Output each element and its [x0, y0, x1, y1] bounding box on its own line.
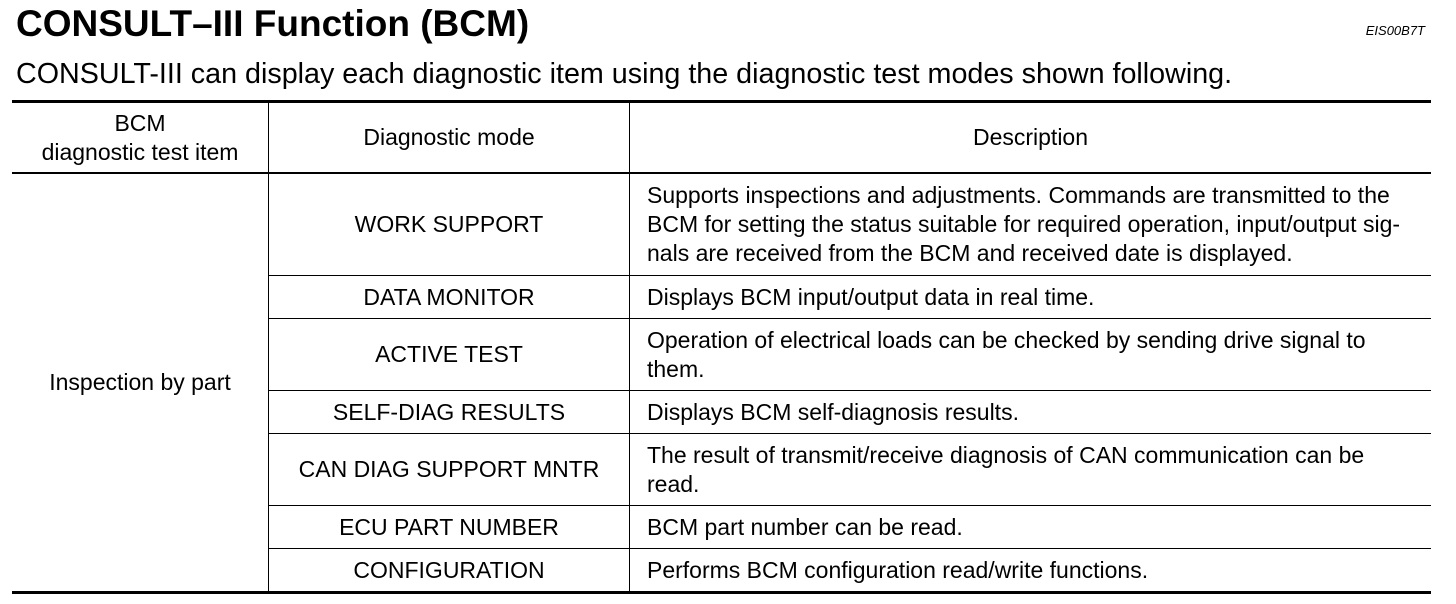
- mode-label: CAN DIAG SUPPORT MNTR: [298, 456, 600, 482]
- column-header-test-item: BCM diagnostic test item: [12, 103, 269, 174]
- column-header-description: Description: [630, 103, 1431, 174]
- mode-cell-configuration: CONFIGURATION: [269, 549, 630, 591]
- description-line: Displays BCM input/output data in real t…: [647, 283, 1095, 310]
- test-item-cell: Inspection by part: [12, 174, 269, 591]
- description-line: Operation of electrical loads can be che…: [647, 326, 1366, 353]
- column-header-test-item-line: diagnostic test item: [41, 138, 239, 165]
- mode-cell-can-diag-support-mntr: CAN DIAG SUPPORT MNTR: [269, 434, 630, 506]
- mode-label: CONFIGURATION: [353, 556, 545, 583]
- description-cell-self-diag-results: Displays BCM self-diagnosis results.: [630, 391, 1431, 434]
- intro-text: CONSULT-III can display each diagnostic …: [16, 58, 1233, 90]
- page-title: CONSULT–III Function (BCM): [16, 3, 530, 44]
- mode-cell-work-support: WORK SUPPORT: [269, 174, 630, 276]
- description-line: them.: [647, 355, 705, 382]
- column-header-description-label: Description: [972, 124, 1089, 150]
- column-header-test-item-line: BCM: [114, 109, 166, 136]
- mode-cell-active-test: ACTIVE TEST: [269, 319, 630, 391]
- description-cell-work-support: Supports inspections and adjustments. Co…: [630, 174, 1431, 276]
- description-cell-active-test: Operation of electrical loads can be che…: [630, 319, 1431, 391]
- mode-cell-self-diag-results: SELF-DIAG RESULTS: [269, 391, 630, 434]
- column-header-diagnostic-mode-label: Diagnostic mode: [363, 124, 535, 150]
- description-line: Supports inspections and adjustments. Co…: [647, 182, 1390, 208]
- description-cell-configuration: Performs BCM configuration read/write fu…: [630, 549, 1431, 591]
- description-line: read.: [647, 470, 700, 497]
- description-cell-data-monitor: Displays BCM input/output data in real t…: [630, 276, 1431, 319]
- mode-cell-ecu-part-number: ECU PART NUMBER: [269, 506, 630, 549]
- mode-label: ECU PART NUMBER: [339, 513, 559, 540]
- description-line: BCM for setting the status suitable for …: [647, 211, 1401, 237]
- mode-label: ACTIVE TEST: [375, 341, 523, 367]
- column-header-diagnostic-mode: Diagnostic mode: [269, 103, 630, 174]
- mode-label: WORK SUPPORT: [354, 211, 544, 237]
- mode-cell-data-monitor: DATA MONITOR: [269, 276, 630, 319]
- description-line: The result of transmit/receive diagnosis…: [647, 441, 1365, 468]
- description-line: BCM part number can be read.: [647, 513, 963, 540]
- diagnostic-mode-table: BCM diagnostic test item Diagnostic mode…: [12, 100, 1431, 594]
- description-cell-can-diag-support-mntr: The result of transmit/receive diagnosis…: [630, 434, 1431, 506]
- test-item-label: Inspection by part: [49, 369, 231, 395]
- description-line: nals are received from the BCM and recei…: [647, 240, 1293, 266]
- description-line: Performs BCM configuration read/write fu…: [647, 556, 1149, 583]
- mode-label: DATA MONITOR: [363, 283, 535, 310]
- description-cell-ecu-part-number: BCM part number can be read.: [630, 506, 1431, 549]
- document-code: EIS00B7T: [1365, 23, 1425, 38]
- description-line: Displays BCM self-diagnosis results.: [647, 398, 1019, 425]
- mode-label: SELF-DIAG RESULTS: [332, 398, 566, 425]
